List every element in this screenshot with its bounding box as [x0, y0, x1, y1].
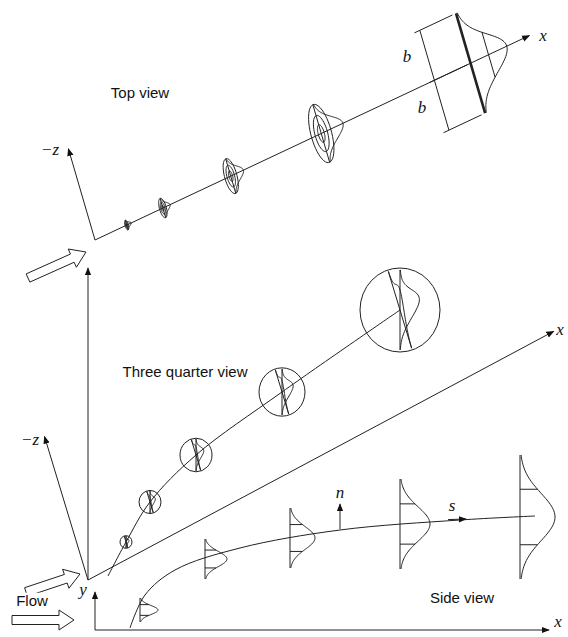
x-axis	[95, 630, 549, 631]
view-title: Side view	[429, 590, 495, 607]
z-axis	[68, 149, 95, 240]
axis-label: −z	[40, 141, 60, 160]
view-title: Top view	[110, 85, 170, 102]
s-arrow	[448, 519, 466, 521]
profile-base	[125, 220, 128, 230]
top-view-drawing	[26, 13, 529, 282]
y-axis	[88, 268, 89, 580]
gaussian-profile	[206, 539, 227, 579]
extension-line	[429, 65, 467, 83]
axis-label: x	[553, 613, 563, 632]
three-quarter-view-drawing	[25, 268, 554, 596]
contour-ellipse	[309, 104, 334, 162]
half-width-line	[205, 550, 216, 551]
half-width-line	[290, 524, 303, 525]
half-width-line	[482, 32, 495, 77]
profile-base	[226, 159, 236, 194]
half-width-line	[290, 551, 303, 552]
half-width-line	[400, 544, 415, 545]
flow-arrow	[26, 249, 86, 282]
cross-section-circle	[120, 536, 132, 549]
gaussian-profile	[141, 598, 158, 622]
profile-base	[275, 370, 288, 414]
direction-label: n	[335, 484, 346, 503]
gaussian-profile	[291, 508, 315, 568]
cross-section-circle	[259, 368, 305, 416]
contour-ellipse	[159, 198, 167, 217]
half-width-line	[205, 567, 216, 568]
flow-arrow	[12, 610, 74, 630]
y-axis	[95, 592, 96, 630]
view-title: Three quarter view	[121, 364, 248, 381]
profile-base	[456, 13, 485, 113]
profile-base	[290, 508, 291, 568]
cross-section-circle	[180, 438, 212, 472]
jet-trajectory	[130, 516, 535, 628]
gaussian-profile	[124, 536, 127, 547]
gaussian-profile	[400, 270, 419, 350]
flow-label: Flow	[15, 593, 49, 610]
profile-base	[313, 105, 330, 163]
half-width-line	[520, 544, 538, 545]
profile-base	[400, 479, 401, 569]
half-width-line	[140, 615, 149, 616]
jet-trajectory	[108, 310, 400, 576]
half-width-line	[140, 604, 149, 605]
axis-label: −z	[20, 431, 40, 450]
gaussian-profile	[147, 491, 153, 512]
z-axis	[45, 436, 89, 580]
gaussian-profile	[401, 479, 430, 569]
axis-label: x	[555, 321, 565, 340]
profile-base	[160, 198, 166, 217]
cross-section-circle	[139, 490, 161, 513]
gaussian-profile	[125, 220, 131, 230]
profile-base	[191, 440, 200, 471]
profile-base	[388, 272, 411, 349]
cross-section-circle	[360, 268, 440, 352]
side-view-drawing	[12, 455, 555, 630]
direction-label: s	[448, 497, 457, 516]
half-width-line	[520, 489, 538, 490]
contour-ellipse	[125, 220, 129, 230]
contour-ellipse	[223, 159, 238, 194]
axis-label: x	[538, 27, 548, 46]
n-arrow	[340, 504, 341, 529]
dimension-label: b	[417, 99, 428, 118]
gaussian-profile	[457, 13, 507, 113]
profile-base	[520, 455, 521, 579]
extension-line	[414, 15, 452, 33]
extension-line	[444, 115, 482, 133]
profile-base	[140, 598, 141, 622]
profile-base	[124, 536, 127, 547]
x-axis	[88, 331, 554, 580]
x-axis	[95, 36, 529, 240]
gaussian-profile	[191, 440, 200, 471]
profile-base	[205, 539, 206, 579]
profile-base	[147, 491, 153, 512]
dimension-label: b	[402, 48, 413, 67]
gaussian-profile	[521, 455, 555, 579]
axis-label: y	[78, 581, 88, 600]
half-width-line	[400, 503, 415, 504]
